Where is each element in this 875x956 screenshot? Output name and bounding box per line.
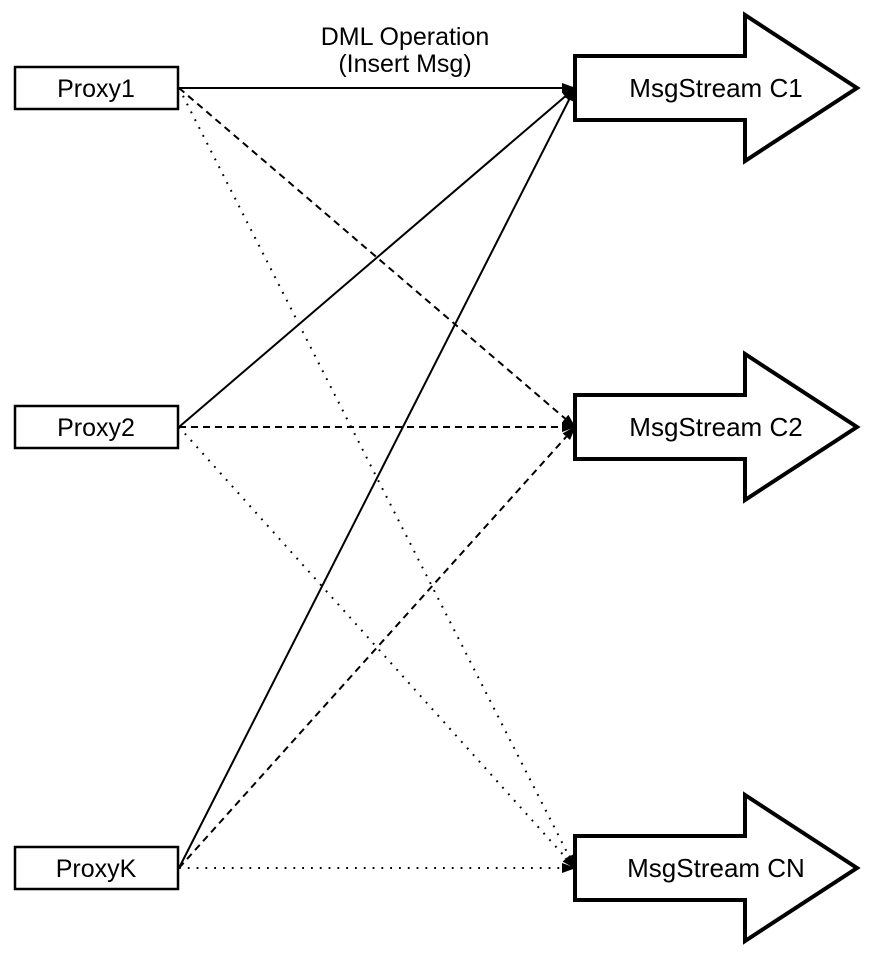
c2-label: MsgStream C2 [629,412,802,442]
proxy2-box [13,404,180,450]
proxy2-label: Proxy2 [57,414,135,442]
stream-node-c2: MsgStream C2 [573,350,861,504]
proxy1-box [13,65,180,111]
proxy-node-proxyk: ProxyK [13,845,180,891]
stream-node-cn: MsgStream CN [573,791,861,945]
diagram-title-line1: DML Operation [321,23,490,51]
proxy-node-proxy2: Proxy2 [13,404,180,450]
edge-proxy2-to-c1-solid [178,87,576,428]
proxyk-label: ProxyK [56,855,137,883]
stream-node-c1: MsgStream C1 [573,11,861,165]
cn-label: MsgStream CN [627,853,805,883]
c1-block-arrow-shape [573,11,861,165]
cn-block-arrow-shape [573,791,861,945]
edge-proxyk-to-c1-solid [178,87,576,869]
proxyk-box [13,845,180,891]
diagram-title-line2: (Insert Msg) [338,50,471,78]
proxy1-label: Proxy1 [57,75,135,103]
edge-proxyk-to-c2-dashed [178,426,576,869]
c1-label: MsgStream C1 [629,73,802,103]
c2-block-arrow-shape [573,350,861,504]
proxy-node-proxy1: Proxy1 [13,65,180,111]
edges-layer [178,83,576,873]
edge-proxy2-to-cn-dotted [178,426,576,869]
edge-proxy1-to-c2-dashed [178,87,576,428]
